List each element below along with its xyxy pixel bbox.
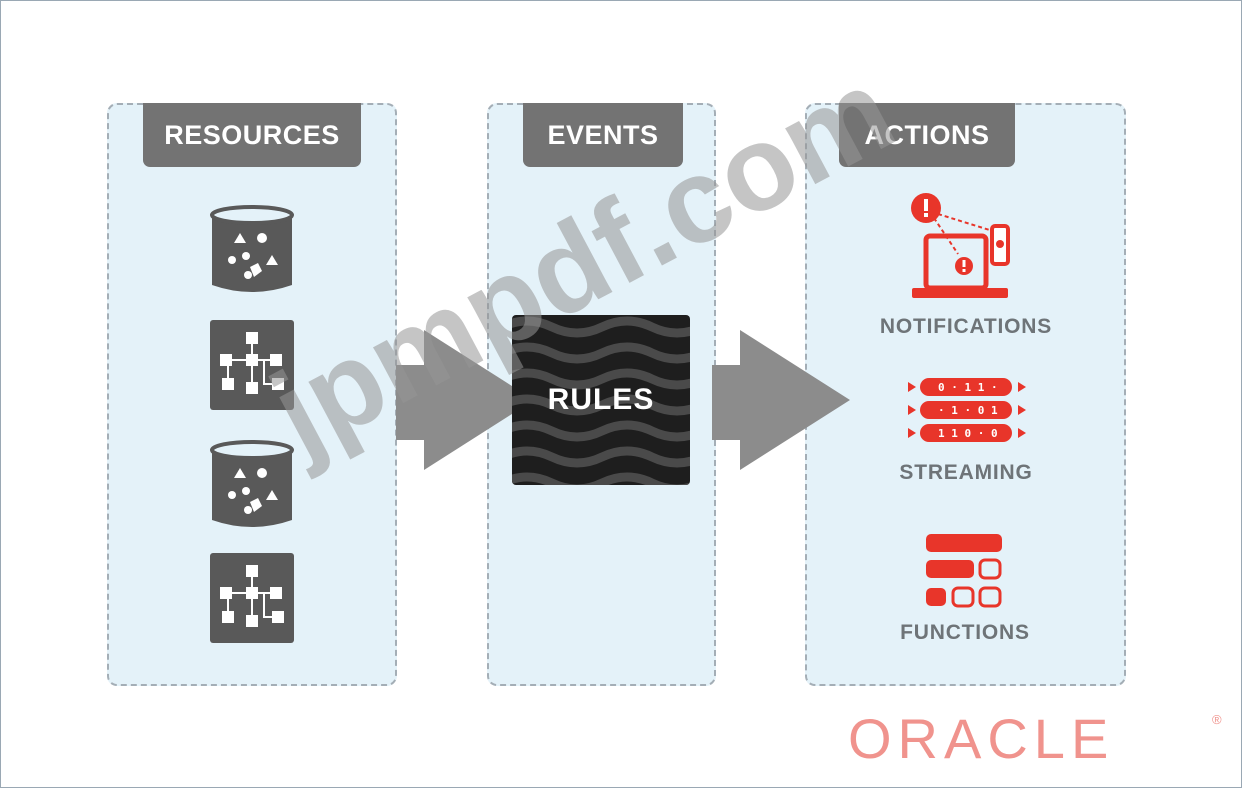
- database-icon: [210, 440, 294, 527]
- registered-mark: ®: [1212, 712, 1222, 727]
- resources-header: RESOURCES: [143, 103, 361, 167]
- stream-bits-row: 1 1 0 · 0: [938, 427, 998, 440]
- arrow-right-icon: [712, 330, 850, 470]
- stream-bits-row: 0 · 1 1 ·: [938, 381, 998, 394]
- workflow-icon: [210, 553, 294, 643]
- notifications-icon: [911, 193, 1010, 298]
- stream-bits-row: · 1 · 0 1: [938, 404, 998, 417]
- rules-box: RULES: [512, 315, 690, 485]
- functions-label: FUNCTIONS: [900, 621, 1030, 644]
- actions-header: ACTIONS: [839, 103, 1015, 167]
- oracle-logo: ORACLE: [848, 707, 1115, 770]
- database-icon: [210, 205, 294, 292]
- streaming-icon: 0 · 1 1 · · 1 · 0 1 1 1 0 · 0: [908, 378, 1026, 442]
- arrow-right-icon: [396, 330, 534, 470]
- events-header: EVENTS: [523, 103, 683, 167]
- workflow-icon: [210, 320, 294, 410]
- notifications-label: NOTIFICATIONS: [879, 315, 1053, 338]
- streaming-label: STREAMING: [899, 461, 1033, 484]
- rules-wave-pattern: [512, 315, 690, 485]
- rules-label: RULES: [547, 383, 655, 416]
- functions-icon: [926, 534, 1002, 608]
